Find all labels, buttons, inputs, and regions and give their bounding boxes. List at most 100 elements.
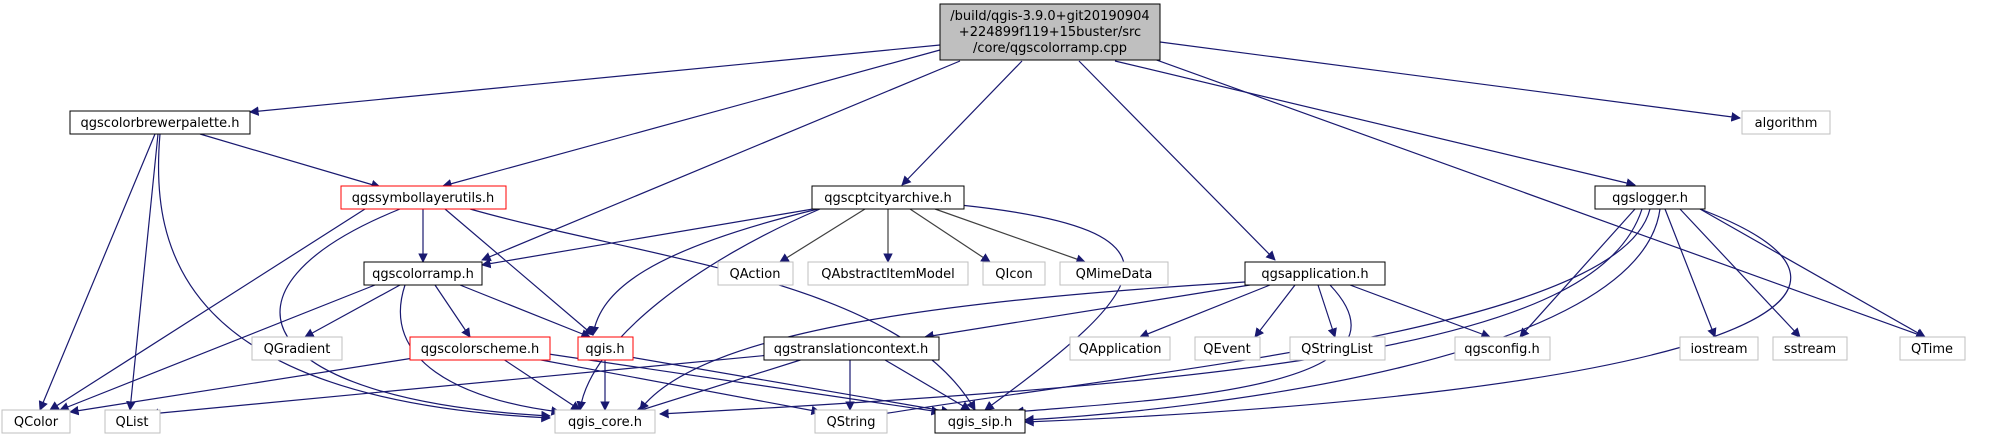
edge-cptcityarchive-to-colorramp: [481, 208, 814, 269]
edge-translationcontext-to-qlist: [149, 354, 771, 418]
edge-root-to-colorramp: [481, 60, 961, 262]
edge-logger-to-sstream: [1679, 208, 1801, 338]
node-label: QAction: [730, 267, 781, 282]
node-qgscolorramp-h[interactable]: qgscolorramp.h: [363, 261, 483, 286]
edge-cptcityarchive-to-qgissip: [959, 204, 1126, 411]
edge-application-to-qgiscore: [639, 281, 1246, 411]
node-label: qgsconfig.h: [1464, 342, 1539, 357]
edge-root-to-symbollayerutils: [442, 49, 941, 189]
node-label: qgssymbollayerutils.h: [352, 191, 495, 206]
node-qgscptcityarchive-h[interactable]: qgscptcityarchive.h: [811, 185, 965, 210]
node-qgis-sip-h[interactable]: qgis_sip.h: [934, 409, 1026, 434]
node-label: qgscolorbrewerpalette.h: [81, 116, 240, 131]
edge-symbollayerutils-to-qgiscore: [279, 208, 551, 421]
node-label: QColor: [14, 415, 59, 430]
dependency-edges: [38, 41, 1926, 427]
node-label: QApplication: [1079, 342, 1162, 357]
node-label: sstream: [1784, 342, 1836, 357]
node-qicon[interactable]: QIcon: [982, 261, 1046, 286]
node-qgscolorscheme-h[interactable]: qgscolorscheme.h: [409, 336, 551, 361]
node-label: qgis_sip.h: [948, 415, 1012, 430]
edge-colorbrewerpalette-to-symbollayerutils: [199, 133, 381, 190]
node-qlist[interactable]: QList: [104, 409, 161, 434]
node-qgradient[interactable]: QGradient: [251, 336, 343, 361]
node-sstream[interactable]: sstream: [1772, 336, 1848, 361]
node-label: QString: [826, 415, 875, 430]
edge-root-to-application: [1078, 60, 1276, 261]
edge-translationcontext-to-qgiscore: [634, 356, 811, 414]
node-qapplication[interactable]: QApplication: [1069, 336, 1171, 361]
node-root-line-2: +224899f119+15buster/src: [959, 25, 1141, 40]
edge-colorramp-to-qgiscore: [399, 284, 561, 416]
edge-cptcityarchive-to-qicon: [909, 208, 991, 263]
edge-root-to-cptcityarchive: [901, 60, 1023, 186]
edge-logger-to-qgissip: [1024, 208, 1661, 425]
node-label: QList: [116, 415, 149, 430]
node-root-line-3: /core/qgscolorramp.cpp: [973, 41, 1127, 56]
edge-colorscheme-to-qcolor: [69, 356, 421, 416]
edge-root-to-qtime: [1139, 53, 1926, 339]
edge-cptcityarchive-to-qaction: [779, 208, 866, 263]
edge-application-to-qapplication: [1139, 284, 1271, 339]
node-qgsconfig-h[interactable]: qgsconfig.h: [1454, 336, 1551, 361]
node-qcolor[interactable]: QColor: [1, 409, 71, 434]
node-label: qgstranslationcontext.h: [774, 342, 929, 357]
node-label: QEvent: [1203, 342, 1250, 357]
edge-root-to-colorbrewerpalette: [249, 44, 941, 116]
edge-colorramp-to-qgis: [459, 284, 591, 339]
node-label: QStringList: [1301, 342, 1373, 357]
node-iostream[interactable]: iostream: [1679, 336, 1759, 361]
node-label: QAbstractItemModel: [821, 267, 954, 282]
edge-logger-to-qgsconfig: [1519, 208, 1636, 338]
edge-translationcontext-to-qgissip: [879, 356, 971, 411]
edge-symbollayerutils-to-qcolor: [49, 208, 366, 411]
node-label: QIcon: [995, 267, 1032, 282]
node-label: qgis_core.h: [568, 415, 642, 430]
node-qgis-h[interactable]: qgis.h: [577, 336, 634, 361]
edge-logger-to-qgissip-2: [1024, 208, 1792, 427]
edge-application-to-qgissip: [1014, 284, 1352, 417]
edge-application-to-translationcontext: [924, 284, 1251, 341]
edge-application-to-qstringlist: [1317, 284, 1337, 338]
edge-logger-to-qtime: [1699, 208, 1926, 338]
edge-colorramp-to-qgradient: [304, 284, 401, 338]
node-qevent[interactable]: QEvent: [1194, 336, 1261, 361]
node-label: qgscolorramp.h: [372, 267, 474, 282]
edge-symbollayerutils-to-qgis: [444, 208, 594, 336]
node-label: qgscptcityarchive.h: [824, 191, 951, 206]
edge-colorramp-to-colorscheme: [434, 284, 471, 338]
edge-root-to-logger: [1114, 60, 1636, 188]
node-qgis-core-h[interactable]: qgis_core.h: [554, 409, 656, 434]
node-qgstranslationcontext-h[interactable]: qgstranslationcontext.h: [763, 336, 940, 361]
node-root-line-1: /build/qgis-3.9.0+git20190904: [950, 9, 1149, 24]
edge-colorscheme-to-qgissip: [534, 351, 941, 416]
edge-colorbrewerpalette-to-qlist: [126, 133, 159, 411]
node-qstringlist[interactable]: QStringList: [1289, 336, 1386, 361]
edge-cptcityarchive-to-qmimedata: [934, 208, 1086, 264]
edge-application-to-qevent: [1254, 284, 1296, 338]
node-label: QGradient: [264, 342, 331, 357]
node-root[interactable]: /build/qgis-3.9.0+git20190904 +224899f11…: [939, 3, 1161, 61]
edge-colorbrewerpalette-to-qgiscore: [157, 133, 551, 423]
node-qgslogger-h[interactable]: qgslogger.h: [1594, 185, 1706, 210]
edge-application-to-qgsconfig: [1349, 284, 1491, 339]
node-label: qgscolorscheme.h: [421, 342, 539, 357]
node-qgssymbollayerutils-h[interactable]: qgssymbollayerutils.h: [340, 185, 507, 210]
node-qmimedata[interactable]: QMimeData: [1059, 261, 1169, 286]
node-qaction[interactable]: QAction: [717, 261, 794, 286]
node-label: algorithm: [1755, 116, 1818, 131]
node-qstring[interactable]: QString: [814, 409, 888, 434]
node-qabstractitemmodel[interactable]: QAbstractItemModel: [807, 261, 969, 286]
node-algorithm[interactable]: algorithm: [1741, 110, 1831, 135]
node-label: qgslogger.h: [1612, 191, 1688, 206]
edge-qgis-to-qgissip: [629, 356, 951, 416]
node-qgsapplication-h[interactable]: qgsapplication.h: [1244, 261, 1386, 286]
edge-root-to-algorithm: [1159, 41, 1741, 122]
graph-nodes: /build/qgis-3.9.0+git20190904 +224899f11…: [1, 3, 1966, 434]
edge-logger-to-qstring: [869, 208, 1651, 420]
edge-cptcityarchive-to-qgis: [589, 208, 819, 336]
node-qgscolorbrewerpalette-h[interactable]: qgscolorbrewerpalette.h: [69, 110, 251, 135]
node-qtime[interactable]: QTime: [1899, 336, 1966, 361]
edge-logger-to-qgiscore: [659, 208, 1643, 419]
